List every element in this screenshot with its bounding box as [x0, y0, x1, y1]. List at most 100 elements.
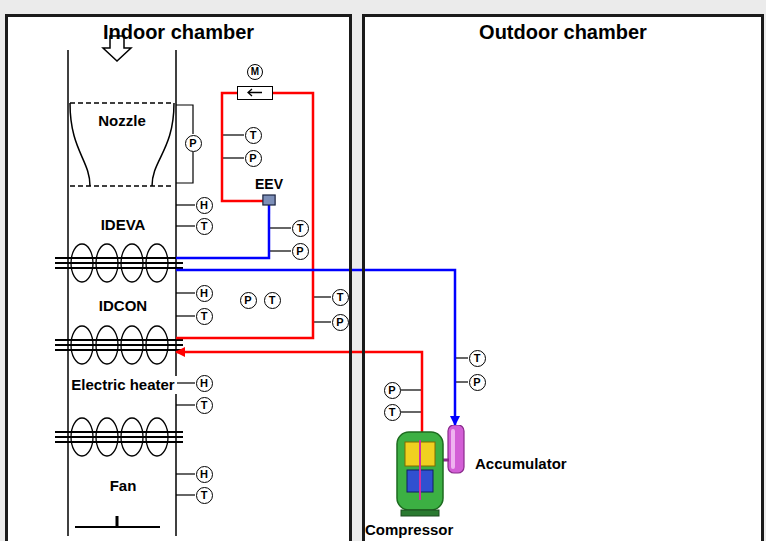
sensor-letter: T: [246, 128, 261, 143]
sensor-symbol: T: [196, 308, 213, 325]
sensor-symbol: T: [332, 289, 349, 306]
node-label: IDCON: [97, 297, 149, 315]
chamber-ground: [362, 14, 764, 541]
sensor-leader: [270, 250, 291, 251]
sensor-letter: T: [197, 398, 212, 413]
node-label: M: [247, 64, 263, 80]
sensor-letter: H: [197, 286, 212, 301]
sensor-leader: [313, 296, 331, 297]
coil-loop: [71, 244, 93, 282]
sensor-leader: [313, 321, 331, 322]
sensor-letter: P: [385, 383, 400, 398]
flow-arrow: [248, 89, 262, 96]
sensor-symbol: H: [196, 197, 213, 214]
coil-loop: [96, 244, 118, 282]
sensor-symbol: P: [240, 292, 257, 309]
sensor-leader: [176, 404, 195, 405]
node-label: Indoor chamber: [8, 20, 349, 44]
expansion-valve: EEV: [251, 176, 287, 214]
compressor-shell: [397, 432, 443, 510]
sensor-symbol: T: [264, 292, 281, 309]
sensor-symbol: H: [196, 375, 213, 392]
refrigerant-line: [176, 93, 313, 338]
sensor-symbol: P: [185, 135, 202, 152]
sensor-leader: [222, 134, 244, 135]
sensor-symbol: T: [196, 487, 213, 504]
accumulator-shell: [447, 425, 467, 477]
coil-loop: [71, 326, 93, 364]
sensor-symbol: T: [384, 404, 401, 421]
valve-inlet: [251, 200, 264, 203]
valve-symbol: [251, 194, 287, 214]
sensor-leader: [455, 357, 468, 358]
component-label: Fan: [72, 477, 174, 499]
component-label: IDCON: [70, 297, 176, 359]
refrigerant-line: [176, 270, 455, 425]
sensor-symbol: T: [469, 350, 486, 367]
sensor-letter: P: [333, 315, 348, 330]
coil-tube: [55, 339, 183, 341]
sensor-leader: [176, 204, 195, 205]
sensor-letter: H: [197, 376, 212, 391]
sensor-letter: T: [265, 293, 280, 308]
chamber-box: NozzleIDEVAIDCONElectric heaterFanMEEVPT…: [5, 14, 352, 541]
coil-tube: [55, 267, 183, 269]
chamber-ground: [5, 14, 352, 541]
compressor-shaft: [419, 440, 421, 500]
coil-tube: [55, 441, 183, 443]
nozzle-plate: [70, 185, 174, 187]
coil-loop: [146, 244, 168, 282]
component-label: Electric heater: [65, 376, 180, 416]
coil-tube: [55, 257, 183, 259]
sensor-leader: [176, 382, 195, 383]
coil-loop: [96, 418, 118, 456]
sensor-symbol: P: [332, 314, 349, 331]
node-label: EEV: [251, 176, 287, 193]
sensor-letter: T: [293, 221, 308, 236]
valve-body: [263, 195, 275, 205]
sensor-leader: [176, 473, 195, 474]
flow-meter: M: [237, 64, 273, 100]
compressor-base: [401, 510, 439, 516]
sensor-leader: [401, 389, 422, 390]
sensor-letter: P: [470, 375, 485, 390]
sensor-letter: T: [333, 290, 348, 305]
pressure-tap: [176, 105, 193, 134]
sensor-letter: P: [186, 136, 201, 151]
sensor-symbol: P: [384, 382, 401, 399]
coil-tube: [55, 436, 183, 438]
sensor-leader: [455, 381, 468, 382]
node-label: Outdoor chamber: [365, 20, 761, 44]
coil-loop: [71, 418, 93, 456]
sensor-letter: P: [293, 244, 308, 259]
sensor-leader: [222, 157, 244, 158]
sensor-leader: [270, 227, 291, 228]
sensor-letter: H: [197, 198, 212, 213]
flow-meter-body: [237, 86, 273, 100]
node-label: Fan: [108, 477, 139, 495]
fan-hub: [116, 516, 119, 527]
accumulator-shine: [451, 429, 455, 469]
node-label: Compressor: [365, 521, 461, 539]
coil-loop: [146, 418, 168, 456]
sensor-symbol: H: [196, 466, 213, 483]
node-label: IDEVA: [99, 216, 148, 234]
pressure-tap: [176, 152, 193, 183]
refrigerant-line: [176, 352, 422, 420]
sensor-letter: T: [197, 219, 212, 234]
heat-exchanger-coils: [55, 244, 183, 456]
nozzle-plate: [70, 102, 174, 104]
component-label: Nozzle: [72, 112, 172, 134]
compressor: Compressor: [365, 420, 461, 541]
sensor-symbol: H: [196, 285, 213, 302]
sensor-symbol: P: [245, 150, 262, 167]
sensor-leader: [176, 292, 195, 293]
sensor-leader: [176, 225, 195, 226]
coil-tube: [55, 344, 183, 346]
sensor-symbol: T: [196, 218, 213, 235]
coil-tube: [55, 262, 183, 264]
sensor-leader: [176, 494, 195, 495]
node-label: Nozzle: [96, 112, 148, 130]
